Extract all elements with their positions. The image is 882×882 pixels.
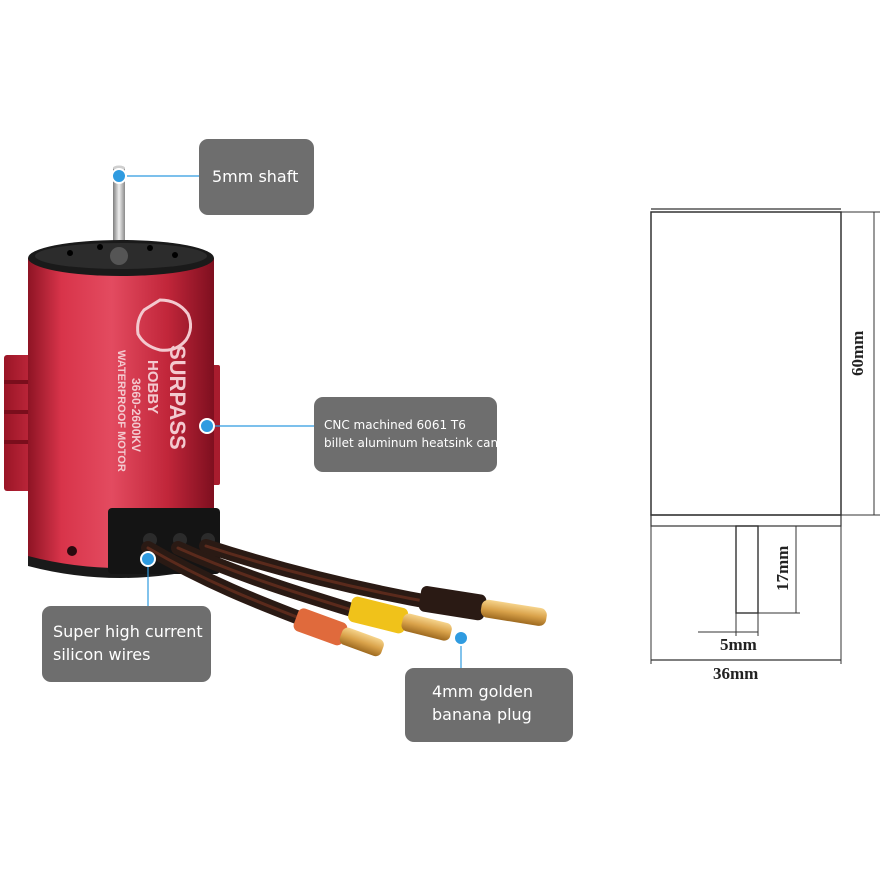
- banana-plug-yellow: [348, 596, 452, 641]
- callout-plug-line2: banana plug: [432, 705, 532, 725]
- callout-pointers: [111, 168, 469, 668]
- motor-brand-label: SURPASS HOBBY 3660-2600KV WATERPROOF MOT…: [115, 298, 193, 472]
- pointer-dot-wires: [140, 551, 156, 567]
- banana-plug-black: [418, 586, 547, 626]
- callout-plug: 4mm golden banana plug: [405, 668, 573, 742]
- drawing-shaft-outline: [735, 525, 759, 614]
- callout-plug-line1: 4mm golden: [432, 682, 533, 701]
- dimension-shaft-length-label: 17mm: [773, 545, 792, 591]
- pointer-dot-heatsink: [199, 418, 215, 434]
- brand-logo-icon: [136, 298, 193, 352]
- motor-illustration: SURPASS HOBBY 3660-2600KV WATERPROOF MOT…: [4, 165, 547, 657]
- callout-wires-line2: silicon wires: [53, 645, 151, 665]
- dimension-drawing: [650, 208, 880, 664]
- callout-heatsink-line1: CNC machined 6061 T6: [324, 418, 466, 432]
- banana-plug-red: [293, 608, 384, 657]
- motor-can: [28, 258, 214, 571]
- pointer-dot-plug: [453, 630, 469, 646]
- dimension-shaft-diameter-label: 5mm: [720, 635, 757, 654]
- callout-wires: Super high current silicon wires: [42, 606, 211, 682]
- pointer-dot-shaft: [111, 168, 127, 184]
- motor-shaft: [113, 168, 125, 256]
- dimension-height-label: 60mm: [848, 330, 867, 376]
- type-text: WATERPROOF MOTOR: [115, 350, 127, 472]
- brand-sub: HOBBY: [144, 360, 161, 414]
- model-text: 3660-2600KV: [129, 378, 143, 452]
- callout-shaft: 5mm shaft: [199, 139, 314, 215]
- callout-wires-line1: Super high current: [53, 622, 203, 641]
- callout-heatsink-line2: billet aluminum heatsink can: [324, 436, 499, 450]
- dimension-width-label: 36mm: [713, 664, 759, 683]
- callout-heatsink: CNC machined 6061 T6 billet aluminum hea…: [314, 397, 499, 472]
- drawing-can-outline: [650, 211, 842, 516]
- brand-name: SURPASS: [165, 345, 190, 450]
- callout-shaft-text: 5mm shaft: [212, 167, 299, 186]
